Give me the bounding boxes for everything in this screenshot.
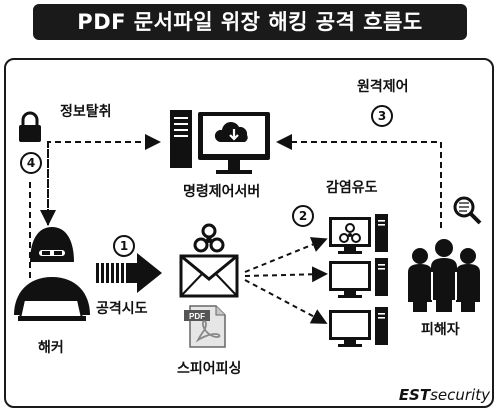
flow-arrow-pc2	[244, 266, 328, 283]
arrow-icon	[96, 253, 162, 293]
flow-arrow-pc3	[244, 279, 328, 324]
step-number-1: 1	[113, 235, 135, 257]
flow-arrow-info-theft	[47, 134, 161, 225]
envelope-icon	[179, 254, 239, 298]
diagram-panel	[4, 58, 494, 408]
step-number-2: 2	[292, 205, 314, 227]
biohazard-icon	[193, 223, 225, 253]
step-number-3: 3	[371, 105, 393, 127]
computer-icon	[329, 214, 388, 254]
label-hacker: 해커	[38, 340, 64, 356]
page-title: PDF 문서파일 위장 해킹 공격 흐름도	[77, 10, 423, 34]
cloud-download-monitor-icon	[198, 112, 270, 174]
computer-icon	[329, 258, 388, 298]
label-infection: 감염유도	[326, 180, 378, 196]
flow-arrow-remote-control	[276, 134, 442, 228]
victim-group-icon	[408, 239, 480, 312]
brand-prefix: EST	[398, 386, 431, 404]
label-remote-control: 원격제어	[357, 79, 409, 95]
title-bar: PDF 문서파일 위장 해킹 공격 흐름도	[33, 4, 467, 40]
label-victim: 피해자	[421, 322, 460, 338]
flow-arrow-pc1	[244, 237, 328, 273]
label-info-theft: 정보탈취	[60, 104, 112, 120]
magnifier-icon	[453, 196, 482, 225]
label-spear-phishing: 스피어피싱	[177, 361, 242, 377]
computer-icon	[329, 307, 388, 347]
pdf-tag: PDF	[189, 312, 205, 321]
hacker-icon	[14, 227, 90, 321]
brand-suffix: security	[430, 386, 490, 404]
server-tower-icon	[170, 110, 192, 168]
brand-logo: ESTsecurity	[399, 386, 490, 404]
step-number-4: 4	[20, 152, 42, 174]
lock-icon	[19, 111, 41, 142]
pdf-file-icon: PDF	[184, 305, 226, 348]
label-c2-server: 명령제어서버	[183, 184, 261, 200]
label-attack-attempt: 공격시도	[96, 301, 148, 317]
